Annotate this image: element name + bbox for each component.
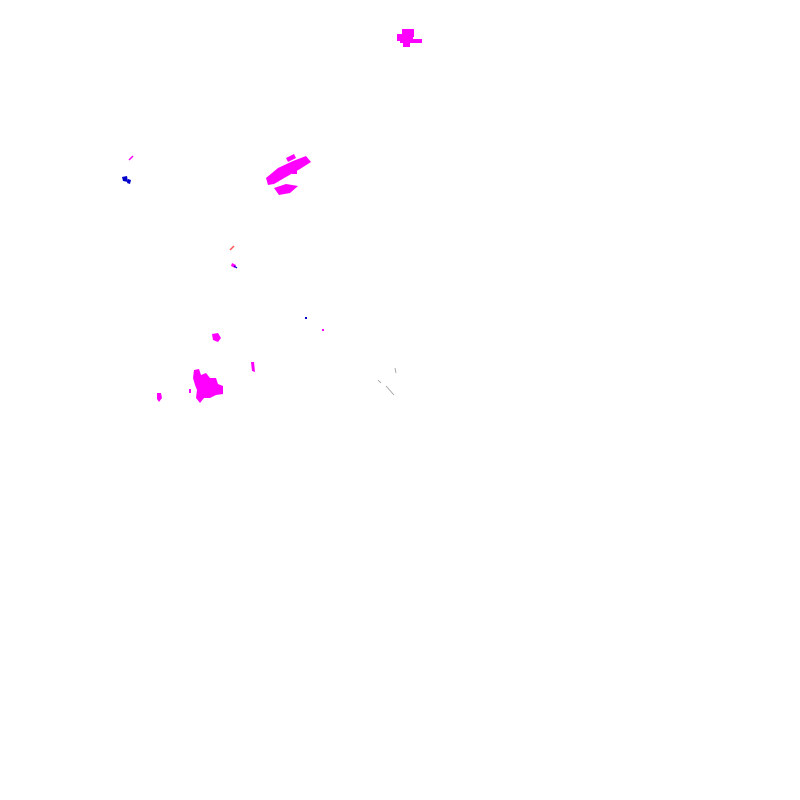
trace-1 bbox=[377, 379, 382, 384]
patch-small-upper bbox=[212, 333, 221, 342]
mark-magenta-dot bbox=[322, 329, 324, 331]
trace-2 bbox=[385, 385, 395, 396]
mark-blue-tiny bbox=[233, 265, 238, 269]
patch-large-main bbox=[193, 369, 223, 403]
marks-left-small bbox=[122, 155, 134, 184]
patch-mid-top bbox=[286, 154, 296, 162]
patch-mid-lower bbox=[274, 184, 298, 195]
mark-magenta-tiny bbox=[128, 155, 134, 161]
patch-top-magenta bbox=[397, 29, 422, 47]
mark-red-tiny bbox=[229, 245, 235, 251]
patch-mid-magenta bbox=[266, 154, 311, 195]
mark-blue-dot bbox=[305, 317, 307, 319]
patch-right-sliver bbox=[251, 362, 255, 372]
patch-far-left bbox=[157, 393, 162, 402]
faint-traces bbox=[377, 367, 397, 396]
trace-3 bbox=[394, 367, 397, 374]
mark-blue-small-1 bbox=[122, 176, 128, 182]
marks-mid-small bbox=[229, 245, 238, 269]
marks-center-small bbox=[305, 317, 324, 331]
patch-lower-left-magenta bbox=[157, 333, 255, 403]
mark-blue-small-2 bbox=[127, 179, 131, 184]
patch-tiny-left-mark bbox=[189, 389, 191, 393]
patch-mid-main bbox=[266, 156, 311, 185]
